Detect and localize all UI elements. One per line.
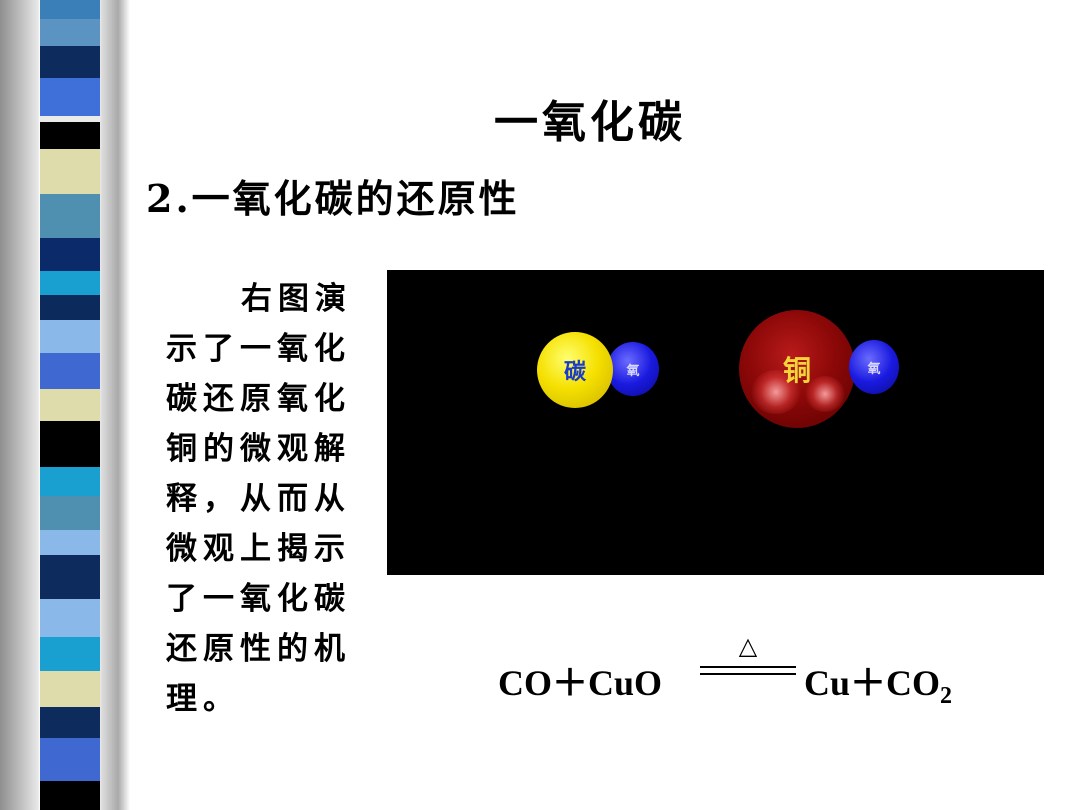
copper-highlight <box>805 376 845 412</box>
stripe-block <box>40 122 100 149</box>
stripe-block <box>40 388 100 422</box>
stripe-block <box>40 737 100 782</box>
stripe-block <box>40 320 100 353</box>
equation-subscript: 2 <box>940 683 953 709</box>
stripe-block <box>40 0 100 20</box>
slide-subtitle: 2.一氧化碳的还原性 <box>146 176 520 221</box>
equals-line <box>700 673 796 675</box>
copper-atom: 铜 <box>739 310 855 428</box>
stripe-block <box>40 19 100 46</box>
stripe-block <box>40 707 100 738</box>
stripe-block <box>40 352 100 389</box>
decorative-stripes <box>40 0 100 810</box>
decorative-strip <box>0 0 130 810</box>
carbon-atom: 碳 <box>537 332 613 408</box>
stripe-block <box>40 194 100 239</box>
stripe-block <box>40 636 100 671</box>
carbon-atom-label: 碳 <box>563 359 586 385</box>
stripe-block <box>40 598 100 637</box>
oxygen-atom-left: 氧 <box>607 342 659 396</box>
oxygen-atom-left-label: 氧 <box>626 363 640 379</box>
molecule-animation: 氧 碳 铜 氧 <box>387 270 1044 575</box>
equation-arrow: △ <box>700 628 796 688</box>
equation-reactants: CO＋CuO <box>498 663 663 703</box>
stripe-block <box>40 781 100 810</box>
stripe-block <box>40 670 100 708</box>
stripe-block <box>40 270 100 296</box>
slide-title: 一氧化碳 <box>494 97 686 148</box>
equation-products: Cu＋CO2 <box>804 654 952 710</box>
stripe-block <box>40 421 100 467</box>
stripe-block <box>40 529 100 555</box>
stripe-block <box>40 116 100 122</box>
heat-condition: △ <box>738 632 758 660</box>
stripe-block <box>40 466 100 496</box>
chemical-equation: CO＋CuO △ Cu＋CO2 <box>498 628 998 710</box>
stripe-block <box>40 148 100 195</box>
stripe-block <box>40 78 100 117</box>
copper-atom-label: 铜 <box>782 354 811 387</box>
stripe-block <box>40 495 100 530</box>
stripe-block <box>40 295 100 321</box>
stripe-block <box>40 238 100 271</box>
equation-products-main: Cu＋CO <box>804 663 941 703</box>
oxygen-atom-right-label: 氧 <box>867 361 881 377</box>
copper-highlight <box>751 370 801 414</box>
stripe-block <box>40 554 100 599</box>
description-text: 右图演示了一氧化碳还原氧化铜的微观解释，从而从微观上揭示了一氧化碳还原性的机理。 <box>166 281 352 717</box>
equals-line <box>700 666 796 668</box>
oxygen-atom-right: 氧 <box>849 340 899 394</box>
stripe-block <box>40 45 100 79</box>
